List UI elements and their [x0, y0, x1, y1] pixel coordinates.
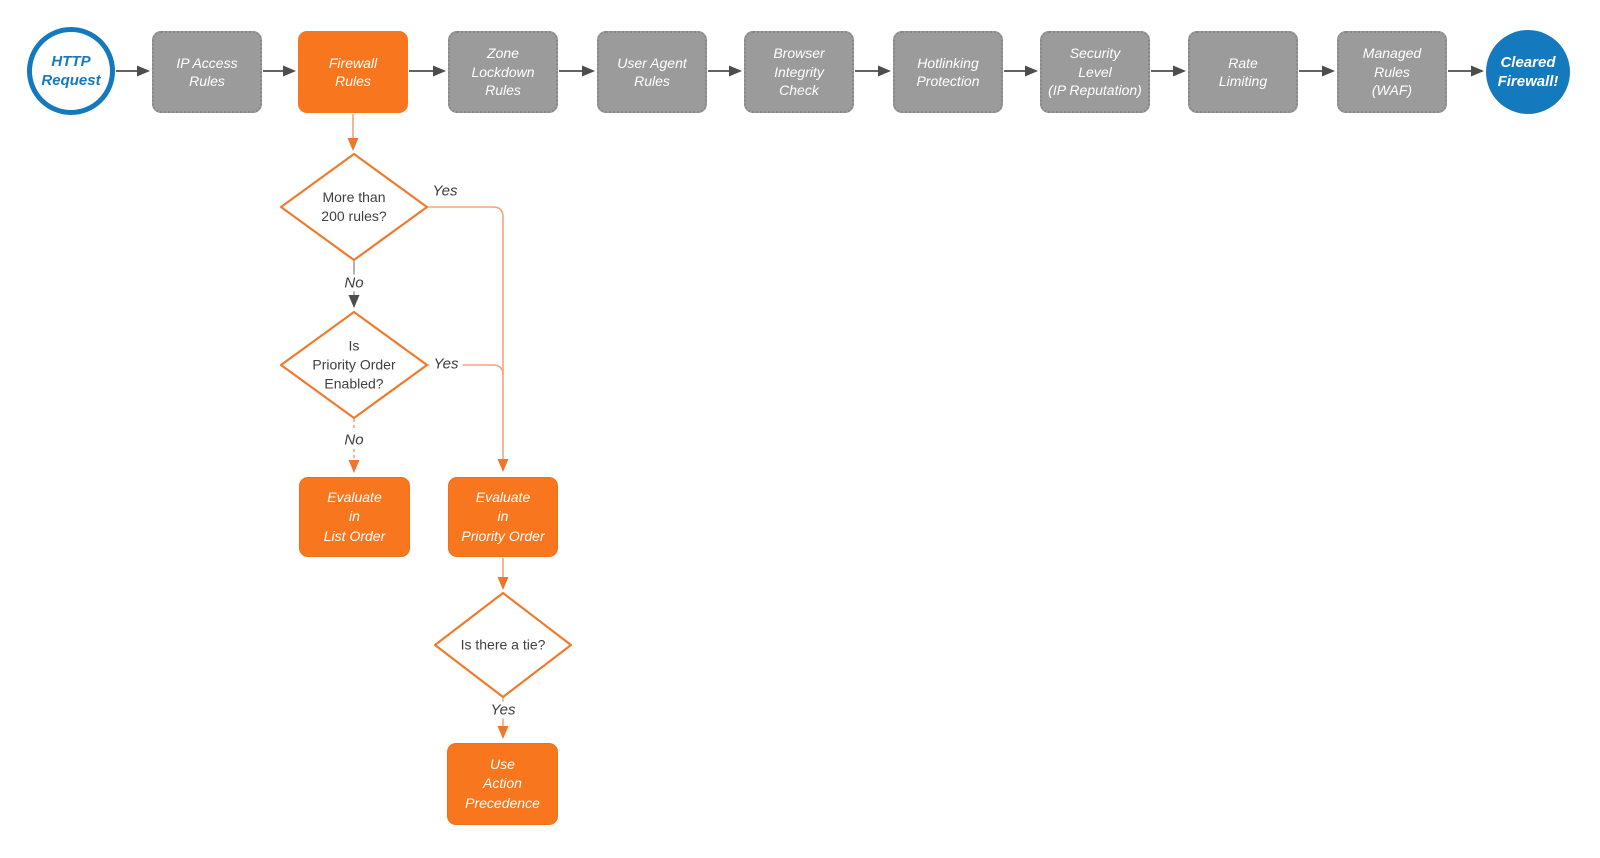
edge-label-yes-rules-decision: Yes — [428, 182, 462, 200]
decision-is-there-a-tie-shape — [433, 591, 573, 699]
decision-more-than-200-rules-label: More than 200 rules? — [321, 189, 387, 224]
decision-priority-order-enabled-label: Is Priority Order Enabled? — [312, 337, 396, 392]
action-evaluate-in-priority-order: Evaluate in Priority Order — [448, 477, 558, 557]
node-http-request: HTTP Request — [27, 27, 115, 115]
node-rate-limiting: Rate Limiting — [1188, 31, 1298, 113]
node-cleared-firewall: Cleared Firewall! — [1486, 30, 1570, 114]
decision-priority-order-enabled-shape — [279, 310, 429, 420]
edge-rules-decision-yes — [427, 206, 509, 472]
node-user-agent-rules: User Agent Rules — [597, 31, 707, 113]
edge-label-no-priority-decision: No — [340, 431, 368, 449]
node-security-level-ip-reputation: Security Level (IP Reputation) — [1040, 31, 1150, 113]
node-ip-access-rules: IP Access Rules — [152, 31, 262, 113]
action-use-action-precedence: Use Action Precedence — [447, 743, 558, 825]
action-evaluate-in-list-order: Evaluate in List Order — [299, 477, 410, 557]
node-browser-integrity-check: Browser Integrity Check — [744, 31, 854, 113]
edge-priority-decision-yes — [427, 364, 504, 376]
node-hotlinking-protection: Hotlinking Protection — [893, 31, 1003, 113]
edge-label-yes-tie-decision: Yes — [486, 701, 520, 719]
node-firewall-rules: Firewall Rules — [298, 31, 408, 113]
decision-more-than-200-rules-shape — [279, 152, 429, 262]
decision-is-there-a-tie-label: Is there a tie? — [460, 636, 546, 653]
edge-label-yes-priority-decision: Yes — [429, 355, 463, 373]
node-zone-lockdown-rules: Zone Lockdown Rules — [448, 31, 558, 113]
node-managed-rules-waf: Managed Rules (WAF) — [1337, 31, 1447, 113]
edge-label-no-rules-decision: No — [340, 274, 368, 292]
